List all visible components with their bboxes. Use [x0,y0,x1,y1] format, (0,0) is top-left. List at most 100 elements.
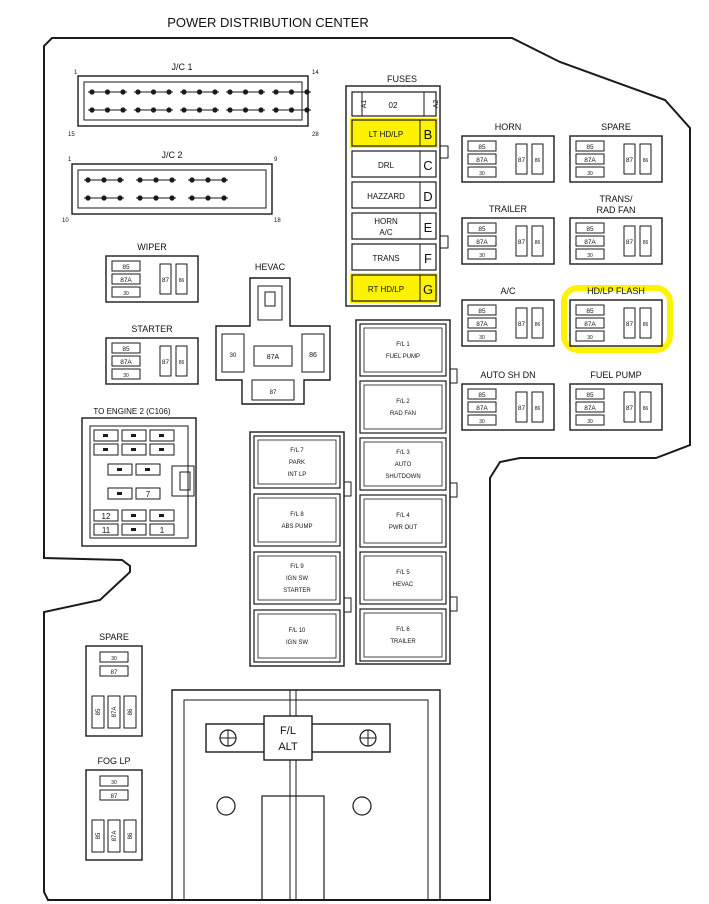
relay-body [461,135,555,183]
relay-label: FUEL PUMP [590,370,641,380]
fuses-label: FUSES [387,74,417,84]
engine-pin-label: 7 [146,490,151,499]
pin [153,177,159,183]
pdc-housing-outline [43,37,691,901]
fusible-link-body [359,380,447,434]
fuse-letter: F [424,251,432,266]
hevac-pin-87a: 87A [267,354,280,361]
pin [117,177,123,183]
relay-pin-slot [531,307,544,339]
fuse-slot [351,119,437,147]
fusible-link-inner [257,555,337,601]
fusible-link-body [253,435,341,489]
relay-pin-slot [623,225,636,257]
fusible-link-inner [363,327,443,373]
engine-pin-dot [131,448,136,451]
fog-lp-pin-86: 86 [128,832,134,839]
fusible-link-text: PWR OUT [389,525,418,531]
relay-pin-slot [175,263,188,295]
engine-pin-cell [149,443,175,456]
fog-lp-pin-30: 30 [111,780,117,786]
pin [288,89,295,95]
relay-label: AUTO SH DN [480,370,535,380]
relay-pin-slot [159,263,172,295]
relay-pin-slot [467,330,497,342]
fusible-link-text: SHUTDOWN [385,474,420,480]
engine-pin-dot [159,448,164,451]
pin [196,107,203,113]
fuse-slot-a: A1 02 A2 [351,91,440,117]
relay-pin-slot [467,140,497,152]
pin [227,89,233,95]
fuse-label: LT HD/LP [369,130,403,139]
engine-pin-cell [121,523,147,536]
relay-body [569,383,663,431]
relay-pin-label: 87A [476,321,488,328]
fusible-link-inner [257,439,337,485]
fuse-slot [351,243,437,271]
relay-label: HORN [495,122,522,132]
engine-pin-dot [159,434,164,437]
pin [288,107,295,113]
relay-label: HD/LP FLASH [587,286,645,296]
relay-pin-label: 30 [479,335,485,341]
fusible-link-text: F/L 7 [290,448,304,454]
engine-pin-dot [145,468,150,471]
hevac-pin-87: 87 [270,390,277,396]
pin [227,107,233,113]
fusible-link-text: F/L 5 [396,570,410,576]
fusible-link-text: PARK [289,460,305,466]
relay-pin-label: 87 [518,321,526,328]
fusible-link-text: F/L 2 [396,399,410,405]
fusible-link-body [359,323,447,377]
pin [181,107,187,113]
relay-pin-slot [575,304,605,316]
jc1-pin-14: 14 [312,70,319,76]
relay-body [105,337,199,385]
pin [85,195,91,201]
relay-pin-slot [531,143,544,175]
fuse-slot [351,150,437,178]
relay-pin-slot [467,304,497,316]
jc2-pin-1: 1 [68,157,72,163]
hevac-label: HEVAC [255,262,286,272]
relay-pin-slot [639,391,652,423]
engine-pin-dot [159,514,164,517]
pin [135,107,141,113]
relay-pin-label: 85 [122,264,130,271]
fog-lp-pin-87a: 87A [112,831,118,842]
jc1-label: J/C 1 [171,62,192,72]
pin [166,89,172,95]
pin [242,89,249,95]
relay-label: SPARE [601,122,631,132]
relay-pin-label: 86 [643,158,649,164]
relay-pin-slot [467,153,497,165]
pin [150,89,157,95]
relay-body [105,255,199,303]
jc1-inner [83,81,303,121]
pin [137,177,143,183]
hevac-relay: HEVAC 30 87A 86 87 [215,262,331,405]
relay-pin-label: 87A [476,405,488,412]
relay-pin-label: 86 [535,322,541,328]
relay-pin-label: 30 [479,253,485,259]
engine-pin-cell [135,487,161,500]
fusible-link-text: ABS PUMP [281,524,312,530]
spare-lower-pin-30: 30 [111,656,117,662]
fusible-link-inner [363,555,443,601]
spare-lower-pin-86: 86 [128,708,134,715]
relay-pin-label: 85 [478,144,486,151]
fuse-a2-label: A2 [433,100,440,109]
relay-pin-slot [515,391,528,423]
fuse-slot [351,274,437,302]
jc1-body [77,75,309,127]
relay-label-line1: TRANS/ [599,194,633,204]
